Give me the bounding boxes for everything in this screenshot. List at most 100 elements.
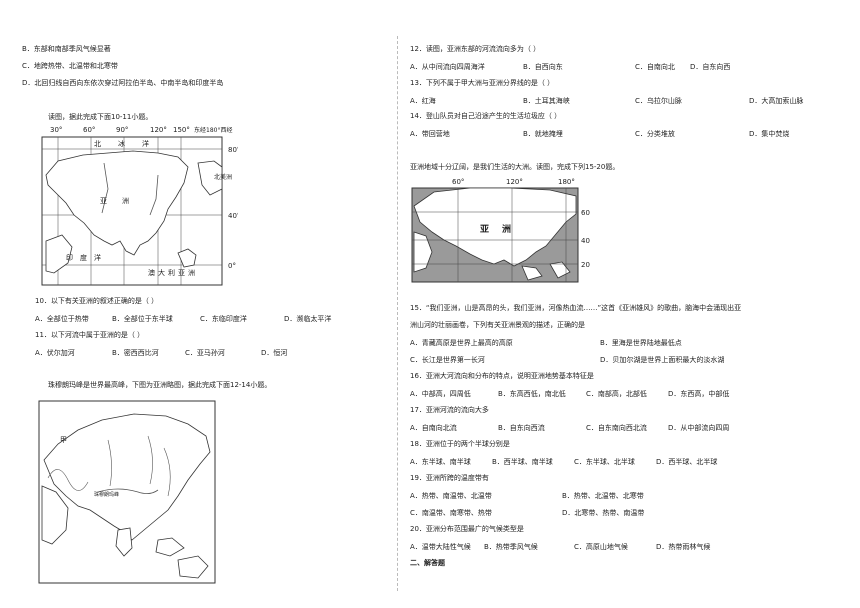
q13-option-d: D．大高加索山脉 bbox=[749, 97, 804, 105]
q16-stem: 16．亚洲大河流向和分布的特点，说明亚洲地势基本特征是 bbox=[410, 372, 594, 380]
q11-option-c: C．亚马孙河 bbox=[185, 349, 225, 357]
map1-top-tick: 东经180°西经 bbox=[194, 126, 232, 134]
q13-option-b: B．土耳其海峡 bbox=[523, 97, 570, 105]
q19-stem: 19．亚洲所跨的温度带有 bbox=[410, 474, 489, 482]
map1-top-tick: 150° bbox=[173, 126, 190, 134]
q17-option-b: B．自东向西流 bbox=[498, 424, 545, 432]
q9-option-d: D．北回归线自西向东依次穿过阿拉伯半岛、中南半岛和印度半岛 bbox=[22, 79, 224, 87]
q18-option-a: A．东半球、南半球 bbox=[410, 458, 471, 466]
q17-option-c: C．自东南向西北流 bbox=[586, 424, 647, 432]
map3-right-tick: 40° bbox=[581, 237, 590, 245]
map3-label: 洲 bbox=[502, 224, 511, 235]
map1-label: 亚 bbox=[100, 197, 107, 205]
q12-option-a: A．从中间流向四周海洋 bbox=[410, 63, 485, 71]
map1-right-tick: 80° bbox=[228, 146, 238, 154]
intro-15-20: 亚洲地域十分辽阔，是我们生活的大洲。读图，完成下列15-20题。 bbox=[410, 163, 620, 171]
q10-option-c: C．东临印度洋 bbox=[200, 315, 247, 323]
map1-label: 洲 bbox=[122, 197, 129, 205]
q19-option-d: D．北寒带、热带、南温带 bbox=[562, 509, 645, 517]
q20-stem: 20．亚洲分布范围最广的气候类型是 bbox=[410, 525, 524, 533]
q16-option-c: C．南部高，北部低 bbox=[586, 390, 647, 398]
map1-label: 北 bbox=[94, 140, 101, 148]
q12-option-b: B．自西向东 bbox=[523, 63, 563, 71]
map1-label: 大 bbox=[158, 268, 165, 277]
map3-right-tick: 20° bbox=[581, 261, 590, 269]
q15-option-c: C．长江是世界第一长河 bbox=[410, 356, 485, 364]
intro-10-11: 读图，据此完成下面10-11小题。 bbox=[48, 113, 153, 121]
q10-option-d: D．濒临太平洋 bbox=[284, 315, 332, 323]
q16-option-d: D．东西高，中部低 bbox=[668, 390, 730, 398]
q15-option-b: B．里海是世界陆地最低点 bbox=[600, 339, 682, 347]
asia-shaded-map: 60° 120° 180° 60° 40° 20° 亚 洲 bbox=[410, 176, 593, 284]
q20-option-c: C．高原山地气候 bbox=[574, 543, 628, 551]
q14-option-c: C．分类堆放 bbox=[635, 130, 675, 138]
q15-option-d: D．贝加尔湖是世界上面积最大的淡水湖 bbox=[600, 356, 725, 364]
map3-top-tick: 120° bbox=[506, 178, 523, 186]
q12-option-d: D．自东向西 bbox=[690, 63, 731, 71]
asia-sketch-map: 甲 珠穆朗玛峰 bbox=[38, 400, 216, 584]
q11-option-a: A．伏尔加河 bbox=[35, 349, 75, 357]
map1-top-tick: 30° bbox=[50, 126, 62, 134]
q9-option-b: B．东部和南部季风气候显著 bbox=[22, 45, 111, 53]
q16-option-a: A．中部高，四周低 bbox=[410, 390, 471, 398]
q16-option-b: B．东高西低，南北低 bbox=[498, 390, 566, 398]
map2-label-jia: 甲 bbox=[60, 436, 67, 444]
q12-option-c: C．自南向北 bbox=[635, 63, 675, 71]
q15-stem-line1: 15．“我们亚洲，山是高昂的头，我们亚洲，河像热血流……”这首《亚洲雄风》的歌曲… bbox=[410, 304, 742, 312]
q14-option-b: B．就地掩埋 bbox=[523, 130, 563, 138]
map3-right-tick: 60° bbox=[581, 209, 590, 217]
section-2-heading: 二、解答题 bbox=[410, 559, 445, 567]
q18-stem: 18．亚洲位于的两个半球分别是 bbox=[410, 440, 510, 448]
map3-label: 亚 bbox=[480, 224, 489, 235]
q18-option-b: B．西半球、南半球 bbox=[492, 458, 553, 466]
q13-stem: 13．下列不属于甲大洲与亚洲分界线的是（ ） bbox=[410, 79, 555, 87]
q19-option-b: B．热带、北温带、北寒带 bbox=[562, 492, 644, 500]
map2-label-everest: 珠穆朗玛峰 bbox=[94, 491, 119, 498]
q10-option-b: B．全部位于东半球 bbox=[112, 315, 173, 323]
map1-label: 澳 bbox=[148, 268, 155, 277]
q20-option-b: B．热带季风气候 bbox=[484, 543, 538, 551]
q11-option-b: B．密西西比河 bbox=[112, 349, 159, 357]
q12-stem: 12．读图，亚洲东部的河流流向多为（ ） bbox=[410, 45, 541, 53]
q11-stem: 11．以下河流中属于亚洲的是（ ） bbox=[35, 331, 145, 339]
map1-label: 利 bbox=[168, 268, 175, 277]
asia-grid-map: 30° 60° 90° 120° 150° 东经180°西经 80° 40° 0… bbox=[38, 123, 240, 293]
q10-stem: 10．以下有关亚洲的叙述正确的是（ ） bbox=[35, 297, 159, 305]
q18-option-d: D．西半球、北半球 bbox=[656, 458, 718, 466]
q15-stem-line2: 洲山河的壮丽画卷，下列有关亚洲景观的描述，正确的是 bbox=[410, 321, 585, 329]
column-divider bbox=[397, 36, 398, 591]
q19-option-a: A．热带、南温带、北温带 bbox=[410, 492, 492, 500]
map1-label: 印 bbox=[66, 254, 73, 262]
q13-option-c: C．乌拉尔山脉 bbox=[635, 97, 682, 105]
q17-option-a: A．自南向北流 bbox=[410, 424, 457, 432]
map1-top-tick: 90° bbox=[116, 126, 128, 134]
q17-stem: 17．亚洲河流的流向大多 bbox=[410, 406, 489, 414]
map1-label: 北美洲 bbox=[214, 173, 232, 181]
map1-top-tick: 120° bbox=[150, 126, 167, 134]
map1-label: 洋 bbox=[142, 139, 149, 148]
q19-option-c: C．南温带、南寒带、热带 bbox=[410, 509, 492, 517]
q20-option-a: A．温带大陆性气候 bbox=[410, 543, 471, 551]
map3-top-tick: 180° bbox=[558, 178, 575, 186]
map1-label: 亚 bbox=[178, 269, 185, 277]
q14-option-d: D．集中焚烧 bbox=[749, 130, 790, 138]
map1-right-tick: 40° bbox=[228, 212, 238, 220]
q15-option-a: A．青藏高原是世界上最高的高原 bbox=[410, 339, 513, 347]
map1-label: 度 bbox=[80, 253, 87, 262]
q11-option-d: D．恒河 bbox=[261, 349, 288, 357]
map1-right-tick: 0° bbox=[228, 262, 236, 270]
q17-option-d: D．从中部流向四周 bbox=[668, 424, 730, 432]
map1-top-tick: 60° bbox=[83, 126, 95, 134]
map1-label: 洲 bbox=[188, 269, 195, 277]
q20-option-d: D．热带雨林气候 bbox=[656, 543, 711, 551]
map1-label: 冰 bbox=[118, 139, 125, 148]
q14-option-a: A．带回营地 bbox=[410, 130, 450, 138]
intro-12-14: 珠穆朗玛峰是世界最高峰，下图为亚洲略图，据此完成下面12-14小题。 bbox=[48, 381, 272, 389]
q10-option-a: A．全部位于热带 bbox=[35, 315, 89, 323]
map3-top-tick: 60° bbox=[452, 178, 464, 186]
q18-option-c: C．东半球、北半球 bbox=[574, 458, 635, 466]
q14-stem: 14．登山队员对自己沿途产生的生活垃圾应（ ） bbox=[410, 112, 562, 120]
map1-label: 洋 bbox=[94, 253, 101, 262]
q9-option-c: C．地跨热带、北温带和北寒带 bbox=[22, 62, 118, 70]
q13-option-a: A．红海 bbox=[410, 97, 436, 105]
